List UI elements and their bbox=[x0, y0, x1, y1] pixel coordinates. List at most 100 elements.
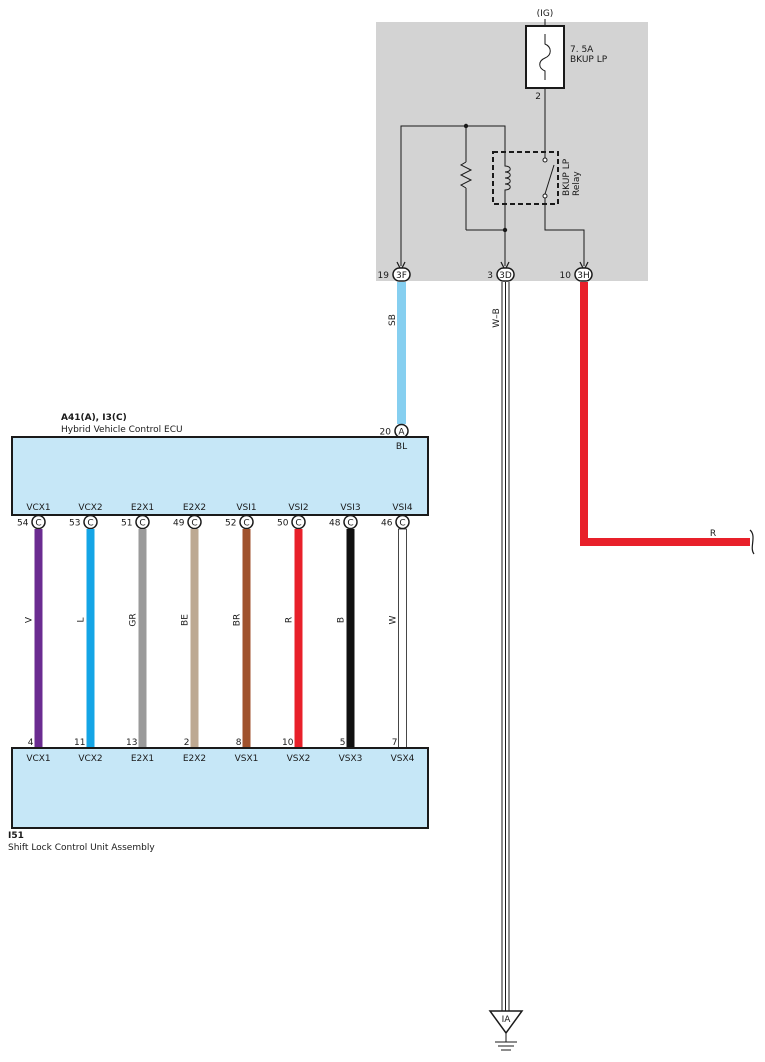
ecu-id: A41(A), I3(C) bbox=[61, 413, 127, 423]
ecu-pin-number: 54 bbox=[17, 519, 29, 529]
ecu-pin-number: 53 bbox=[69, 519, 80, 529]
ecu-pin-connector-label: C bbox=[347, 519, 353, 529]
ecu-bl-label: BL bbox=[396, 442, 407, 452]
shift-lock-name: Shift Lock Control Unit Assembly bbox=[8, 843, 155, 853]
wire-v bbox=[34, 529, 43, 748]
ecu-pin-connector-label: C bbox=[295, 519, 301, 529]
wire-color-label: V bbox=[25, 616, 35, 623]
wire-sb-label: SB bbox=[388, 314, 398, 326]
svg-text:3D: 3D bbox=[499, 271, 512, 281]
ecu-pin-connector bbox=[291, 514, 306, 530]
svg-text:3H: 3H bbox=[577, 271, 590, 281]
ecu-pin-name: VSI3 bbox=[340, 503, 360, 513]
connector-3H: 3H 10 bbox=[560, 261, 593, 282]
svg-text:10: 10 bbox=[560, 271, 572, 281]
ecu-pin-number: 49 bbox=[173, 519, 185, 529]
ig-label: (IG) bbox=[537, 9, 554, 19]
ecu-top-connector-label: A bbox=[398, 428, 405, 438]
relay-coil-icon bbox=[504, 160, 511, 230]
wire-r-label: R bbox=[710, 529, 716, 539]
ecu-pin-name: E2X1 bbox=[131, 503, 154, 513]
shift-pin-name: VSX4 bbox=[391, 754, 415, 764]
connector-3D: 3D 3 bbox=[487, 261, 515, 282]
ground-label: IA bbox=[502, 1015, 512, 1025]
shift-pin-name: E2X1 bbox=[131, 754, 154, 764]
ecu-pin-number: 46 bbox=[381, 519, 393, 529]
wire-color-label: W bbox=[389, 615, 399, 624]
ecu-pin-name: E2X2 bbox=[183, 503, 206, 513]
wire-w bbox=[398, 528, 407, 749]
resistor-icon bbox=[459, 161, 473, 189]
relay-switch-icon bbox=[544, 164, 555, 195]
shift-pin-name: E2X2 bbox=[183, 754, 206, 764]
shift-pin-name: VSX2 bbox=[287, 754, 311, 764]
shift-pin-number: 7 bbox=[392, 738, 398, 748]
relay-name-line2: Relay bbox=[572, 171, 582, 196]
relay-name-line1: BKUP LP bbox=[562, 158, 572, 196]
wire-sb bbox=[397, 282, 406, 424]
shift-pin-number: 5 bbox=[340, 738, 346, 748]
wire-gr bbox=[138, 529, 147, 748]
wire-color-label: B bbox=[337, 617, 347, 623]
fuse-symbol-icon bbox=[539, 34, 551, 80]
ecu-pin-connector-label: C bbox=[139, 519, 145, 529]
ecu-pin-connector bbox=[135, 514, 150, 530]
fuse-pin: 2 bbox=[535, 92, 541, 102]
shift-pin-name: VCX1 bbox=[26, 754, 50, 764]
wire-l bbox=[86, 529, 95, 748]
ecu-pin-number: 51 bbox=[121, 519, 132, 529]
wire-b bbox=[346, 529, 355, 748]
ecu-pin-connector bbox=[343, 514, 358, 530]
ecu-pin-connector-label: C bbox=[399, 519, 405, 529]
shift-pin-name: VSX1 bbox=[235, 754, 259, 764]
wire-color-label: GR bbox=[129, 613, 139, 626]
ecu-pin-connector-label: C bbox=[243, 519, 249, 529]
shift-pin-number: 8 bbox=[236, 738, 242, 748]
ecu-pin-name: VCX1 bbox=[26, 503, 50, 513]
wire-color-label: R bbox=[285, 617, 295, 623]
ecu-pin-name: VCX2 bbox=[78, 503, 102, 513]
shift-pin-number: 10 bbox=[282, 738, 294, 748]
ecu-name: Hybrid Vehicle Control ECU bbox=[61, 425, 183, 435]
ecu-pin-connector-label: C bbox=[87, 519, 93, 529]
connector-3F: 3F 19 bbox=[378, 261, 411, 282]
wire-color-label: BR bbox=[233, 614, 243, 626]
ecu-pin-connector bbox=[395, 514, 410, 530]
wire-wb-label: W–B bbox=[492, 308, 502, 328]
ecu-top-pin: 20 bbox=[380, 428, 392, 438]
ecu-pin-connector-label: C bbox=[35, 519, 41, 529]
ecu-pin-connector bbox=[83, 514, 98, 530]
ecu-pin-connector bbox=[187, 514, 202, 530]
wire-color-label: L bbox=[77, 617, 87, 622]
fuse-rating: 7. 5A bbox=[570, 45, 594, 55]
wire-br bbox=[242, 529, 251, 748]
ecu-pin-number: 48 bbox=[329, 519, 341, 529]
shift-pin-name: VCX2 bbox=[78, 754, 102, 764]
ecu-pin-connector bbox=[31, 514, 46, 530]
wire-break-icon bbox=[749, 529, 755, 555]
fuse-name: BKUP LP bbox=[570, 55, 608, 65]
shift-pin-number: 13 bbox=[126, 738, 137, 748]
ecu-pin-number: 50 bbox=[277, 519, 289, 529]
ecu-pin-name: VSI1 bbox=[236, 503, 256, 513]
ecu-pin-connector bbox=[239, 514, 254, 530]
ecu-pin-number: 52 bbox=[225, 519, 236, 529]
ecu-pin-name: VSI2 bbox=[288, 503, 308, 513]
ground-symbol-icon bbox=[488, 1010, 524, 1051]
shift-pin-number: 11 bbox=[74, 738, 85, 748]
ecu-pin-name: VSI4 bbox=[392, 503, 413, 513]
wire-r bbox=[294, 529, 303, 748]
wire-be bbox=[190, 529, 199, 748]
svg-text:19: 19 bbox=[378, 271, 390, 281]
shift-lock-module bbox=[11, 747, 429, 829]
shift-pin-number: 4 bbox=[28, 738, 34, 748]
shift-pin-number: 2 bbox=[184, 738, 190, 748]
ecu-module bbox=[11, 436, 429, 516]
ecu-pin-connector-label: C bbox=[191, 519, 197, 529]
svg-text:3F: 3F bbox=[396, 271, 407, 281]
wire-color-label: BE bbox=[181, 614, 191, 626]
wire-wb bbox=[501, 282, 510, 1012]
shift-pin-name: VSX3 bbox=[339, 754, 363, 764]
svg-text:3: 3 bbox=[487, 271, 493, 281]
